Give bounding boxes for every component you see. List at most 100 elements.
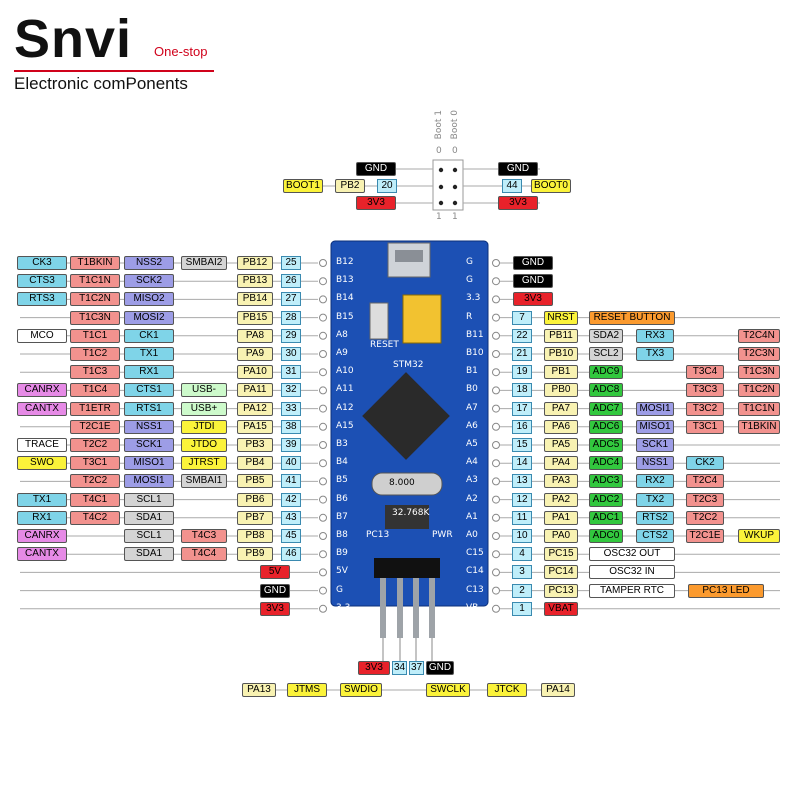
swd-jtck: JTCK <box>487 683 527 697</box>
left-pin-name: PB6 <box>237 492 273 507</box>
right-pin-number: 12 <box>512 492 532 507</box>
left-pin-number: 29 <box>281 328 301 343</box>
right-pin-number: 22 <box>512 328 532 343</box>
left-alt-label: T2C2 <box>70 438 120 452</box>
right-header-pin <box>492 386 500 395</box>
left-pin-number: 38 <box>281 419 301 434</box>
right-silk-label: A1 <box>466 511 478 522</box>
left-alt-label: MOSI1 <box>124 474 174 489</box>
left-pin-name: PB7 <box>237 510 273 525</box>
right-alt-label: OSC32 IN <box>589 565 675 580</box>
swd-pin <box>429 560 435 638</box>
right-alt-label: ADC5 <box>589 438 623 452</box>
left-alt-label: CK3 <box>17 256 67 270</box>
right-header-pin <box>492 568 500 577</box>
right-pin-name: PA7 <box>544 401 578 416</box>
right-alt-label: OSC32 OUT <box>589 547 675 562</box>
left-pin-name: PA8 <box>237 328 273 343</box>
left-pin-name: 3V3 <box>260 601 290 616</box>
left-pin-name: PB13 <box>237 274 273 289</box>
left-alt-label: T1C3 <box>70 365 120 380</box>
swd-3v3: 3V3 <box>358 661 390 675</box>
boot-header-pin <box>438 200 444 206</box>
right-pin-name: VBAT <box>544 601 578 616</box>
right-alt-label: ADC1 <box>589 510 623 525</box>
boot-header <box>432 159 464 211</box>
left-silk-label: B5 <box>336 475 348 486</box>
left-alt-label: USB+ <box>181 401 227 416</box>
left-alt-label: T1ETR <box>70 401 120 416</box>
left-silk-label: B15 <box>336 311 354 322</box>
brand-underline <box>14 70 214 72</box>
right-pin-name: PA2 <box>544 492 578 507</box>
left-silk-label: G <box>336 584 343 595</box>
right-silk-label: A7 <box>466 402 478 413</box>
left-alt-label: RTS1 <box>124 401 174 416</box>
left-alt-label: T4C1 <box>70 492 120 507</box>
right-silk-label: B0 <box>466 384 478 395</box>
right-pin-number: 4 <box>512 547 532 562</box>
right-silk-label: A4 <box>466 457 478 468</box>
right-alt-label: T3C4 <box>686 365 724 380</box>
right-alt-label: T3C1 <box>686 419 724 434</box>
swd-jtms: JTMS <box>287 683 327 697</box>
right-silk-label: B10 <box>466 348 484 358</box>
boot-header-pin <box>452 184 458 190</box>
right-silk-label: 3.3 <box>466 293 481 304</box>
right-pin-name: PA1 <box>544 510 578 525</box>
right-alt-label: RX3 <box>636 328 674 343</box>
left-silk-label: B4 <box>336 457 348 468</box>
left-silk-label: 5V <box>336 566 348 577</box>
right-pin-name: PB11 <box>544 328 578 343</box>
brand-logo: Snvi <box>14 12 132 66</box>
right-alt-label: ADC7 <box>589 401 623 416</box>
right-silk-label: C13 <box>466 584 484 595</box>
left-pin-name: 5V <box>260 565 290 580</box>
right-header-pin <box>492 513 500 522</box>
right-silk-label: B11 <box>466 329 484 340</box>
right-alt-label: MOSI1 <box>636 401 674 416</box>
swd-header <box>374 558 440 578</box>
right-alt-label: MISO1 <box>636 419 674 434</box>
left-pin-name: PA9 <box>237 347 273 361</box>
right-pin-number: 13 <box>512 474 532 489</box>
left-silk-label: B8 <box>336 530 348 540</box>
right-power-pin: GND <box>513 274 553 289</box>
left-alt-label: JTDO <box>181 438 227 452</box>
left-silk-label: A11 <box>336 384 354 395</box>
left-header-pin <box>319 368 327 377</box>
boot-left-pin: PB2 <box>335 179 365 193</box>
brand-subtitle: Electronic comPonents <box>14 74 188 93</box>
swd-pa14: PA14 <box>541 683 575 697</box>
left-pin-name: PB3 <box>237 438 273 452</box>
left-silk-label: B13 <box>336 275 354 286</box>
left-alt-label: SCL1 <box>124 529 174 543</box>
left-alt-label: T1C2 <box>70 347 120 361</box>
boot-right-number: 44 <box>502 179 522 193</box>
left-alt-label: JTRST <box>181 456 227 471</box>
left-alt-label: USB- <box>181 383 227 398</box>
left-silk-label: B3 <box>336 439 348 449</box>
right-header-pin <box>492 331 500 340</box>
right-alt-label: RTS2 <box>636 510 674 525</box>
boot1-column-label: Boot 1 <box>434 110 444 140</box>
right-header-pin <box>492 259 500 267</box>
right-alt-label: T1BKIN <box>738 419 780 434</box>
right-alt-label: ADC0 <box>589 529 623 543</box>
left-header-pin <box>319 532 327 540</box>
swd-pin <box>380 560 386 638</box>
swd-pa13: PA13 <box>242 683 276 697</box>
right-header-pin <box>492 477 500 486</box>
left-header-pin <box>319 422 327 431</box>
left-header-pin <box>319 404 327 413</box>
left-alt-label: T1C3N <box>70 310 120 325</box>
left-header-pin <box>319 331 327 340</box>
boot1-label: BOOT1 <box>283 179 323 193</box>
left-pin-number: 46 <box>281 547 301 562</box>
right-alt-label: RX2 <box>636 474 674 489</box>
left-header-pin <box>319 350 327 358</box>
left-alt-label: T1C4 <box>70 383 120 398</box>
swd-pin-34: 34 <box>392 661 407 675</box>
left-silk-label: B12 <box>336 257 354 267</box>
right-alt-label: T2C1E <box>686 529 724 543</box>
